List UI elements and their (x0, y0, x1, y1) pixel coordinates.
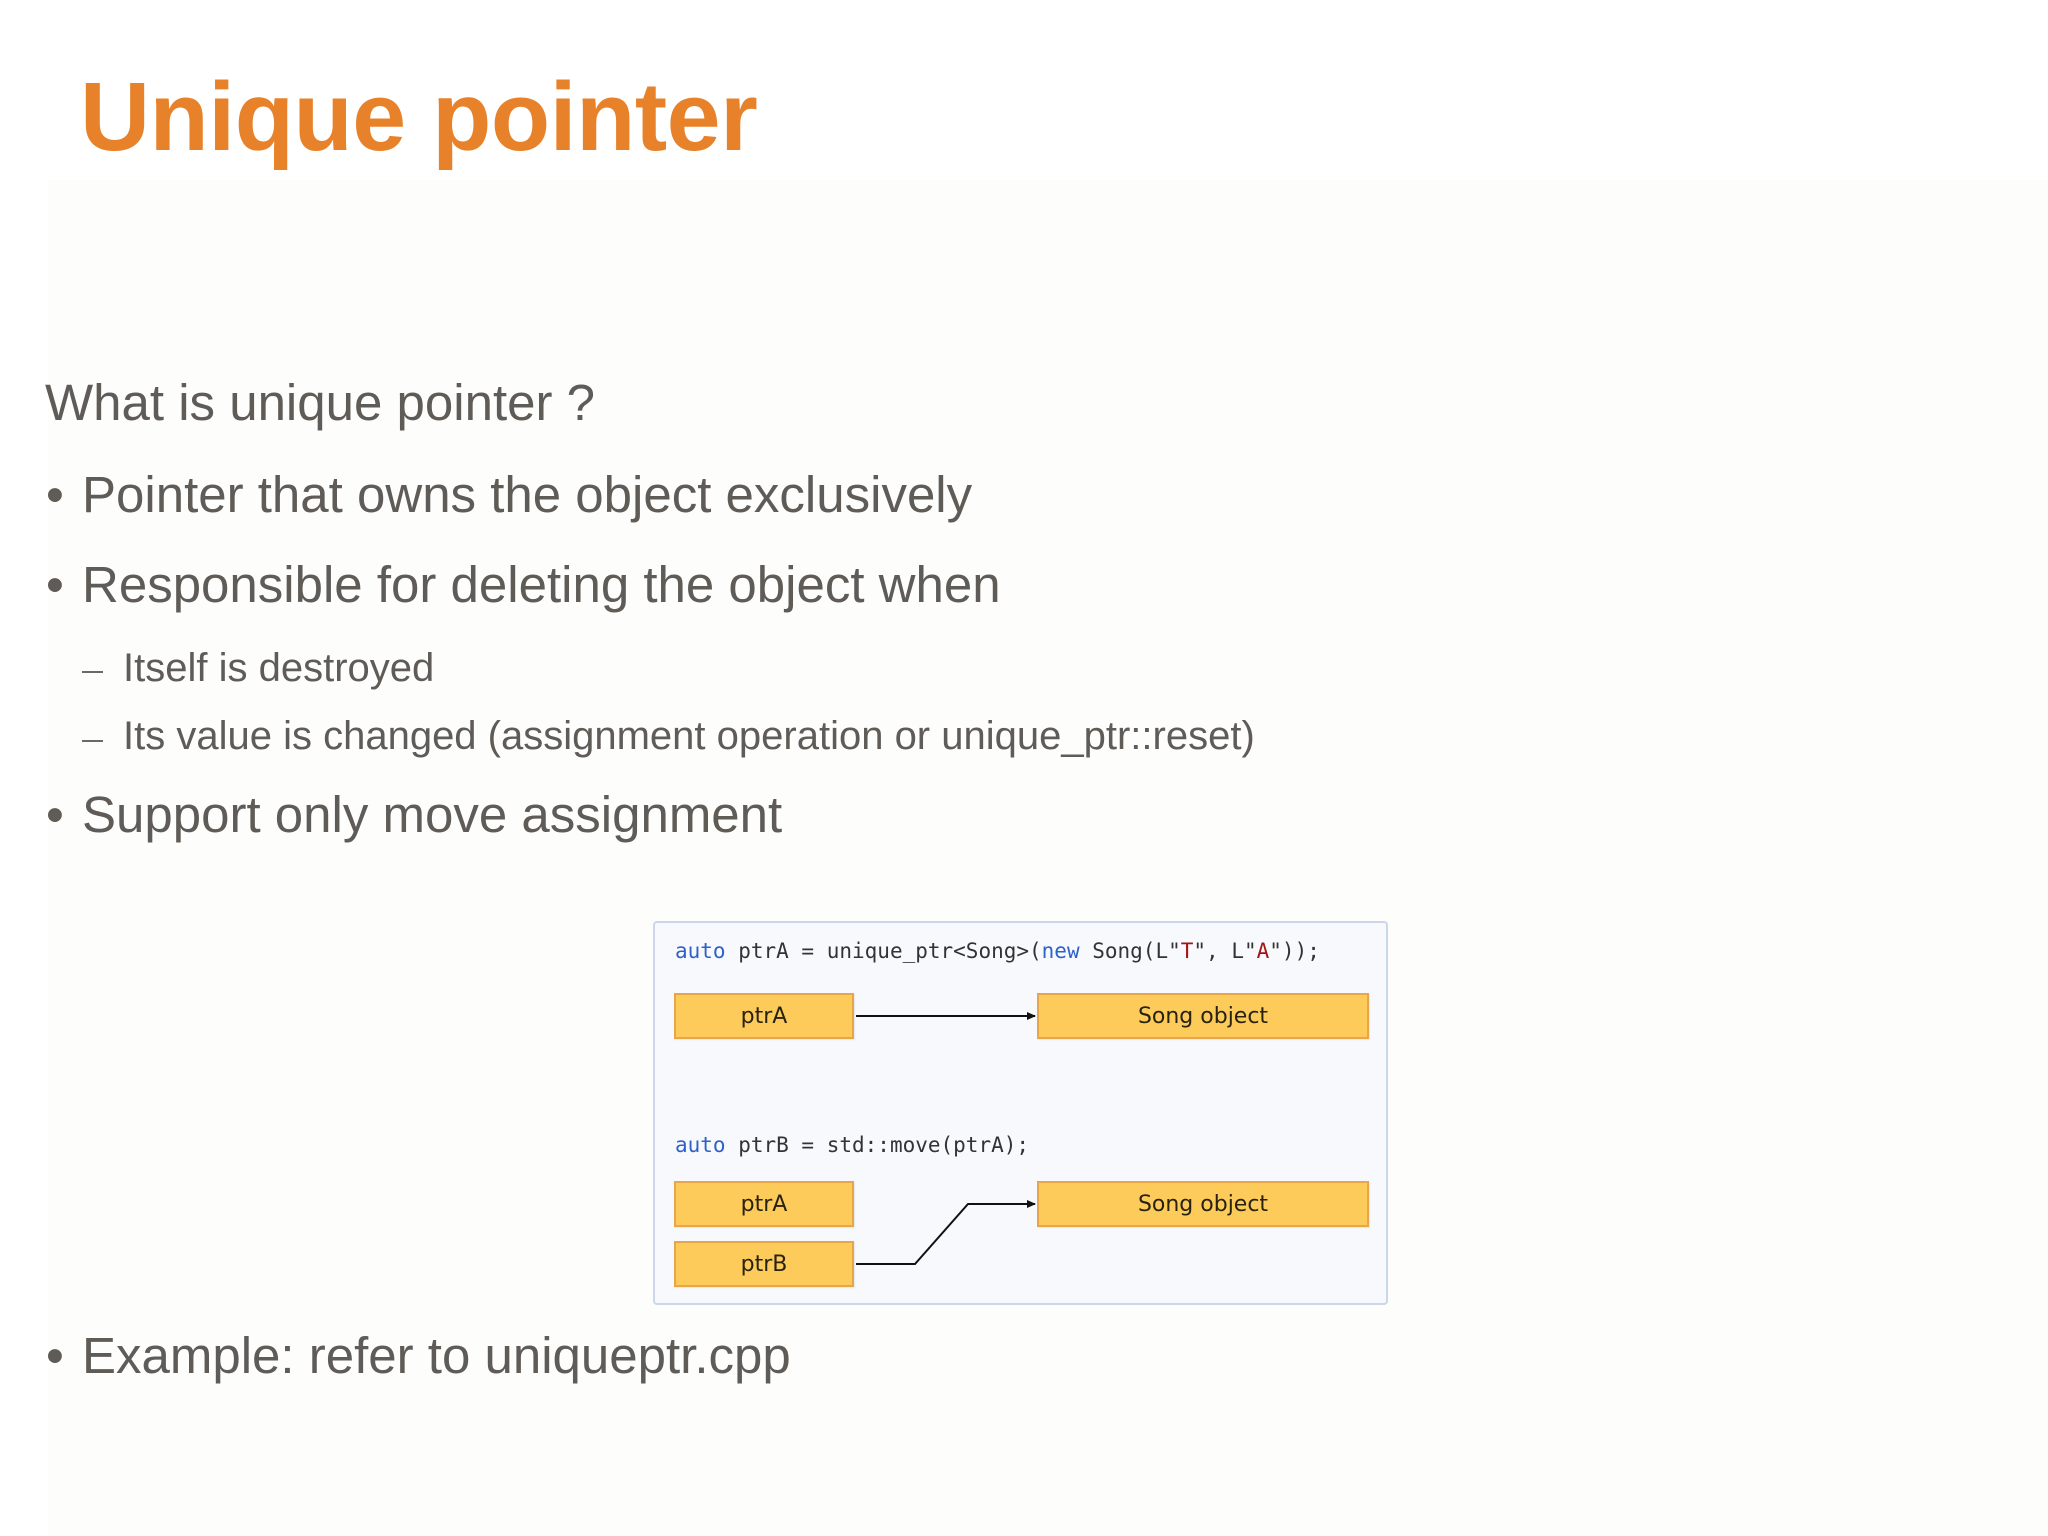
code-line-move-ptrB: auto ptrB = std::move(ptrA); (675, 1135, 1029, 1156)
bullet-marker: • (46, 556, 64, 613)
arrow-ptrB-to-song (856, 1200, 1036, 1265)
code-keyword: auto (675, 1133, 726, 1157)
code-text: ")); (1269, 939, 1320, 963)
sub-bullet-dash (82, 740, 103, 742)
bullet-marker: • (46, 786, 64, 843)
sub-bullet-dash (82, 671, 103, 673)
song-object-box-before: Song object (1037, 993, 1369, 1039)
bullet-owns-exclusively: Pointer that owns the object exclusively (82, 466, 973, 523)
box-label: ptrB (740, 1251, 788, 1277)
code-text: ptrB = std::move(ptrA); (725, 1133, 1030, 1157)
ptrA-box-after: ptrA (674, 1181, 854, 1227)
box-label: Song object (1137, 1191, 1269, 1217)
bullet-example-reference: Example: refer to uniqueptr.cpp (82, 1327, 791, 1384)
box-label: ptrA (740, 1191, 788, 1217)
code-keyword: auto (675, 939, 726, 963)
slide-title: Unique pointer (80, 62, 758, 171)
code-text: ptrA = unique_ptr<Song>( (725, 939, 1042, 963)
bullet-marker: • (46, 1327, 64, 1384)
bullet-marker: • (46, 466, 64, 523)
bullet-move-assignment: Support only move assignment (82, 786, 783, 843)
code-string: A (1256, 939, 1270, 963)
sub-bullet-value-changed: Its value is changed (assignment operati… (123, 714, 1255, 758)
sub-bullet-itself-destroyed: Itself is destroyed (123, 646, 435, 690)
ptrB-box-after: ptrB (674, 1241, 854, 1287)
bullet-responsible-deleting: Responsible for deleting the object when (82, 556, 1001, 613)
intro-question: What is unique pointer ? (45, 374, 595, 431)
code-text: Song(L" (1079, 939, 1181, 963)
code-line-create-ptrA: auto ptrA = unique_ptr<Song>(new Song(L"… (675, 941, 1320, 962)
unique-ptr-move-diagram: auto ptrA = unique_ptr<Song>(new Song(L"… (653, 921, 1388, 1305)
slide-background (48, 180, 2048, 1536)
song-object-box-after: Song object (1037, 1181, 1369, 1227)
box-label: Song object (1137, 1003, 1269, 1029)
code-text: ", L" (1193, 939, 1257, 963)
code-string: T (1180, 939, 1194, 963)
code-keyword: new (1041, 939, 1080, 963)
ptrA-box-before: ptrA (674, 993, 854, 1039)
pointer-arrows (856, 1012, 1036, 1265)
box-label: ptrA (740, 1003, 788, 1029)
